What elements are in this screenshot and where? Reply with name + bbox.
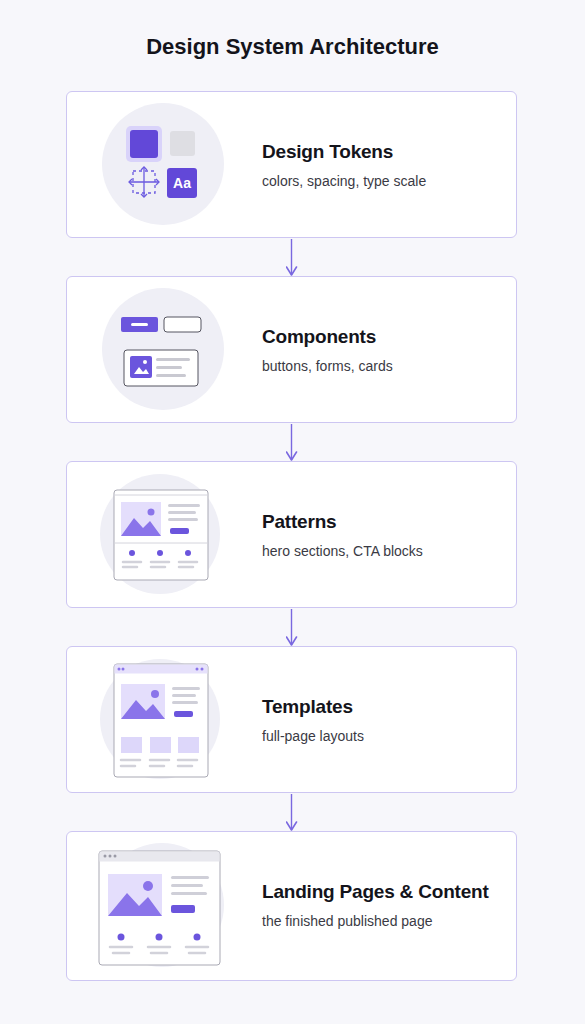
tokens-icon [102,103,224,225]
card-text: Design Tokens colors, spacing, type scale [67,92,516,202]
card-description: hero sections, CTA blocks [262,542,500,560]
card-text: Templates full-page layouts [67,647,516,757]
type-token-label: Aa [167,168,197,198]
card-text: Components buttons, forms, cards [67,277,516,387]
flow-arrow [291,239,292,275]
flow-arrow [291,609,292,645]
components-icon [102,288,224,410]
flow-arrow [291,794,292,830]
diagram-title: Design System Architecture [0,33,585,61]
landing-page-icon [99,843,224,967]
card-description: the finished published page [262,912,500,930]
templates-icon [100,659,220,779]
card-heading: Templates [262,695,500,719]
card-heading: Landing Pages & Content [262,880,500,904]
card-description: colors, spacing, type scale [262,172,500,190]
card-description: buttons, forms, cards [262,357,500,375]
card-heading: Patterns [262,510,500,534]
card-heading: Components [262,325,500,349]
card-description: full-page layouts [262,727,500,745]
card-text: Patterns hero sections, CTA blocks [67,462,516,572]
card-text: Landing Pages & Content the finished publ… [67,832,516,942]
flow-arrow [291,424,292,460]
patterns-icon [100,474,220,594]
card-heading: Design Tokens [262,140,500,164]
